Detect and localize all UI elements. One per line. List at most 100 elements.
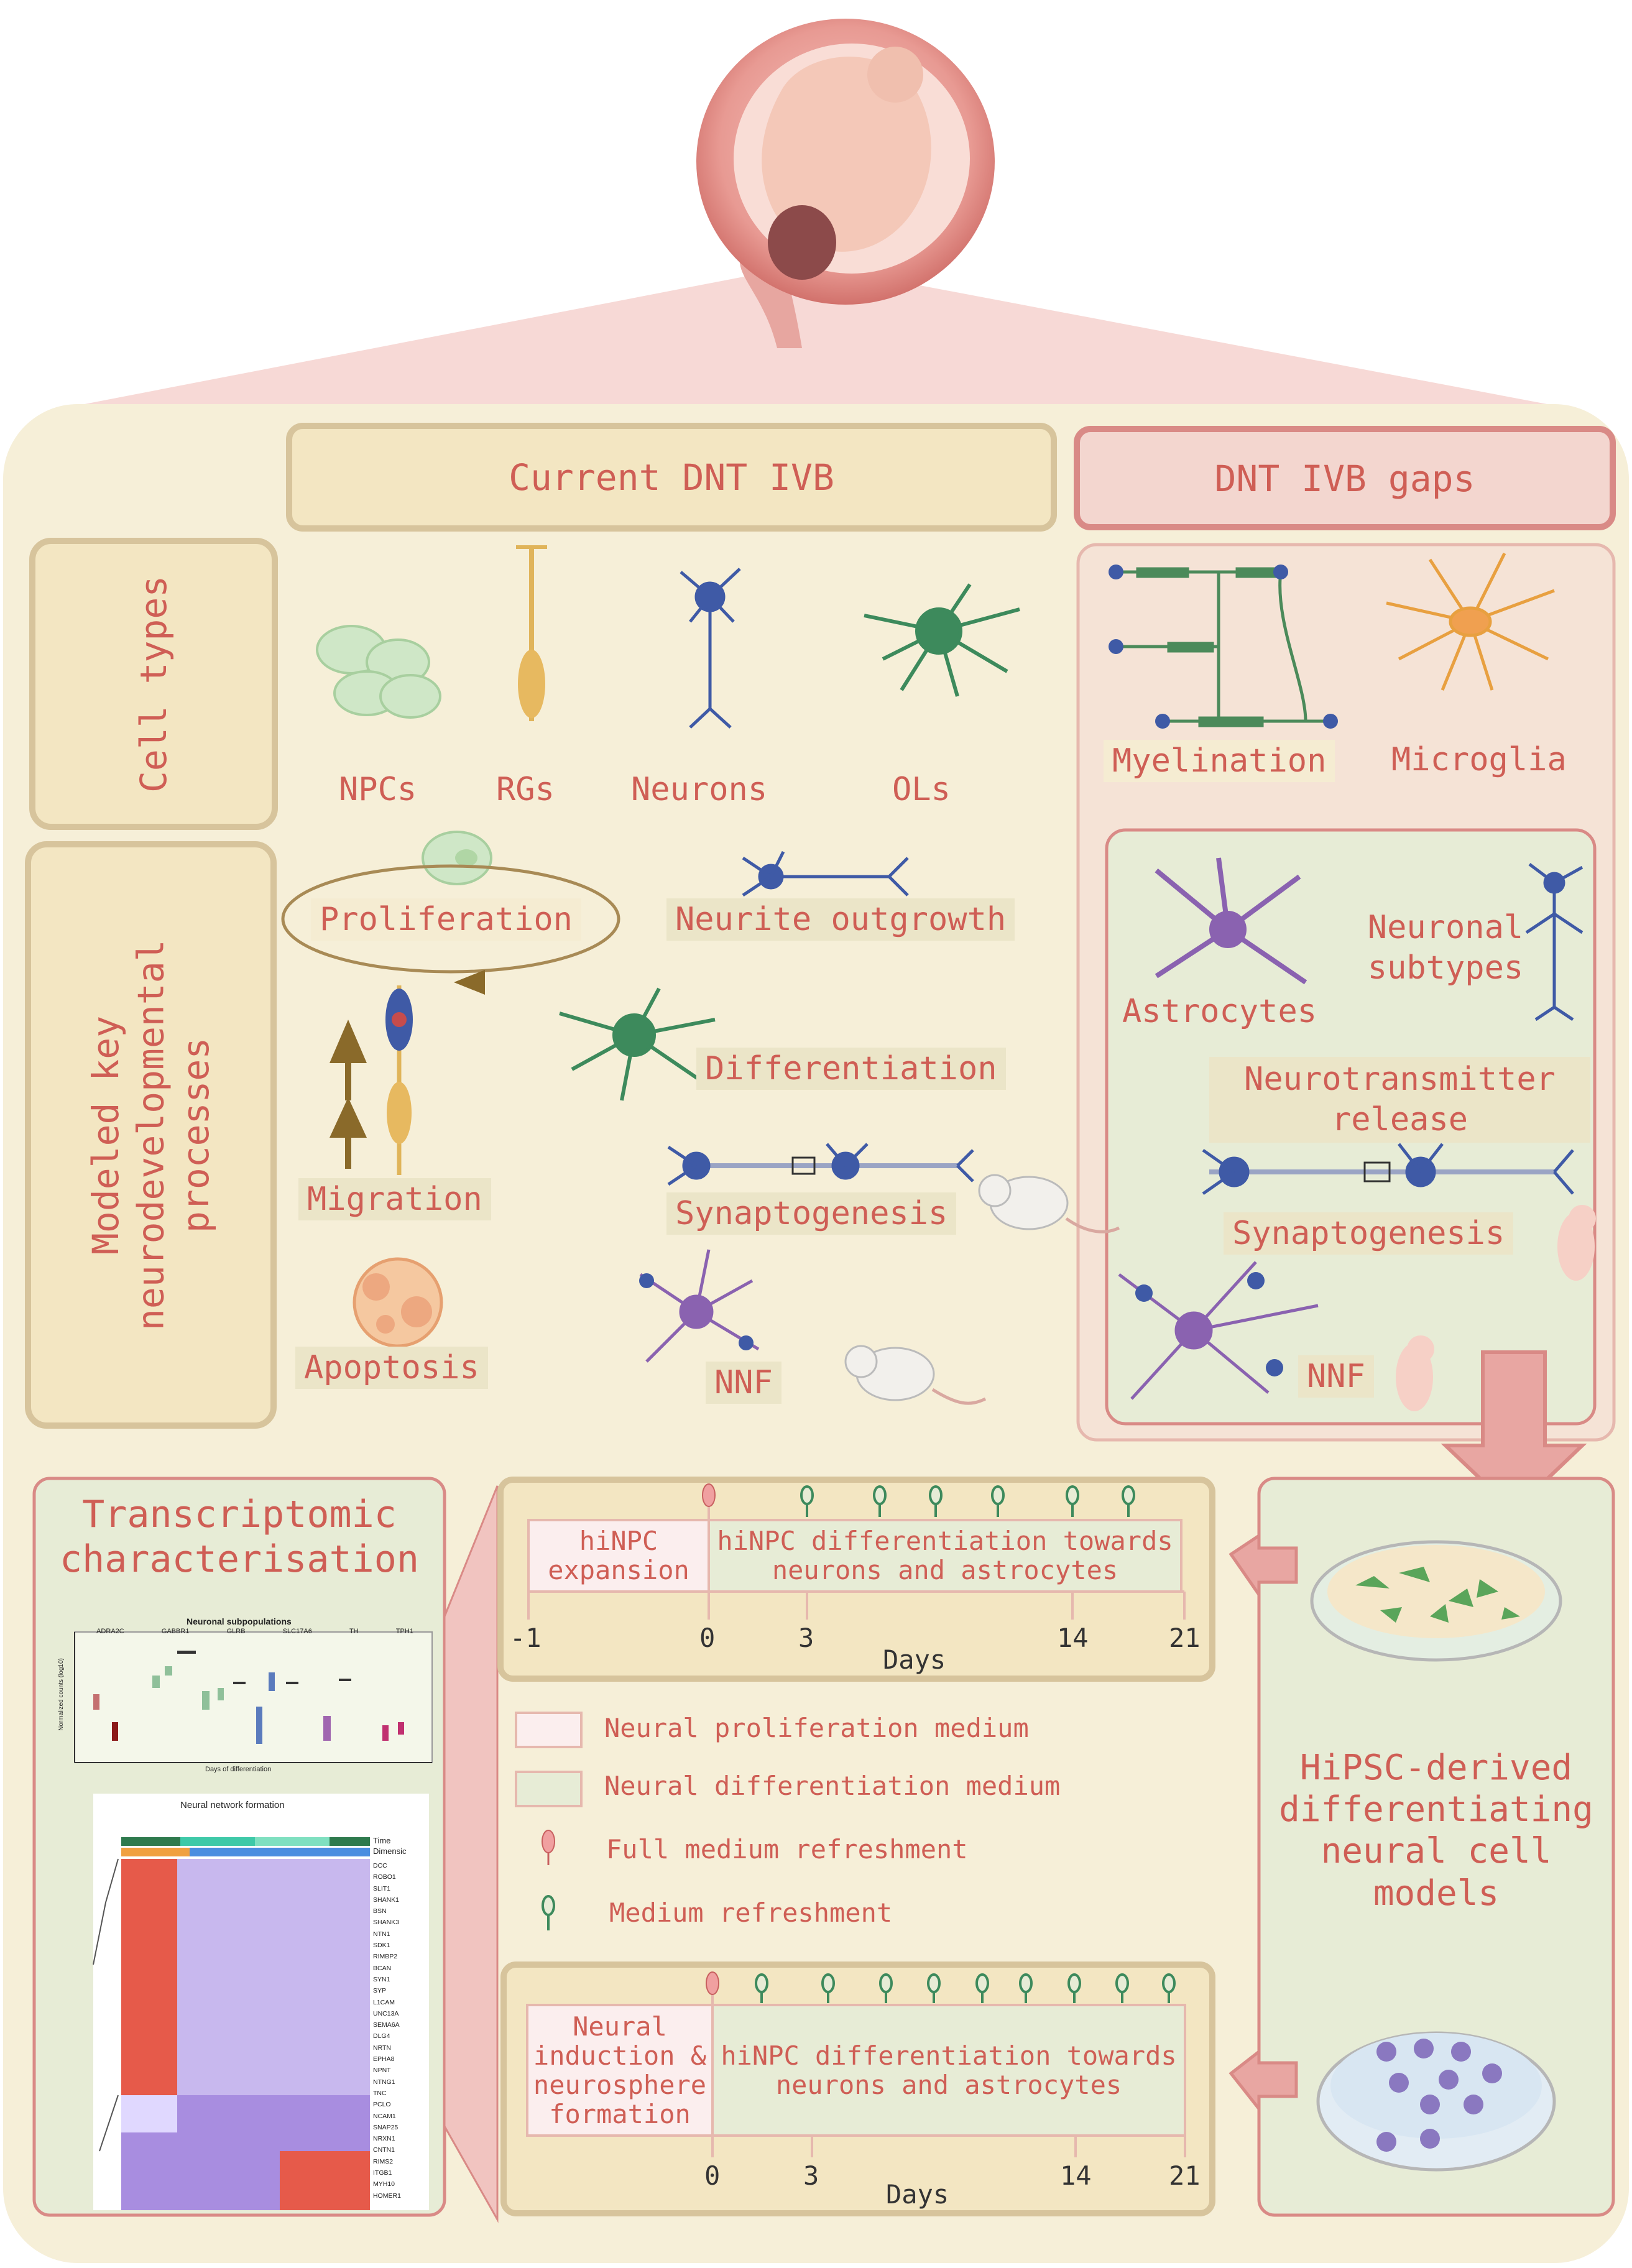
t1-axis-label: Days [883,1644,946,1675]
legend-prolif-swatch [515,1712,583,1748]
magnifier-trapezoid [68,264,1564,407]
gene-row: NPNT [373,2067,391,2075]
header-gaps-title: DNT IVB gaps [1214,458,1475,500]
legend-full-label: Full medium refreshment [606,1834,968,1865]
gene-row: SHANK1 [373,1896,400,1904]
gene-row: NTNG1 [373,2078,395,2086]
t1-tick-14: 14 [1057,1623,1089,1653]
t1-tick-21: 21 [1169,1623,1201,1653]
cycle-arrow-icon [454,970,485,995]
gene-row: NCAM1 [373,2112,396,2120]
cell-label-npcs: NPCs [339,771,417,808]
t1-phase2: hiNPC differentiation towards neurons an… [717,1526,1173,1585]
chart-genes: ADRA2C GABBR1 GLRB SLC17A6 TH TPH1 [78,1628,432,1635]
gap-astrocytes: Astrocytes [1122,993,1317,1030]
t2-tick-3: 3 [803,2160,819,2191]
fetus-icon-1 [1557,1205,1596,1281]
gap-nnf: NNF [1298,1355,1374,1398]
legend-medium-refresh-icon [542,1895,555,1930]
differentiation-icon [559,987,716,1101]
gene-row: NRTN [373,2044,391,2052]
gene-row: MYH10 [373,2180,395,2188]
t2-phase1: Neural induction & neurosphere formation [533,2011,707,2130]
heatmap-annot-dim: Dimensic [373,1846,407,1856]
process-apoptosis: Apoptosis [295,1347,488,1389]
gap-synapse-icon [1202,1143,1574,1196]
legend-diff-swatch [515,1771,583,1807]
chart-ylabel: Normalized counts (log10) [57,1658,65,1731]
gene-row: SDK1 [373,1942,390,1950]
t1-tick-m1: -1 [510,1623,542,1653]
migration-arrow-icon-1 [330,1020,367,1063]
gene-row: HOMER1 [373,2192,401,2200]
heatmap-title: Neural network formation [180,1800,285,1810]
process-synaptogenesis: Synaptogenesis [666,1192,957,1235]
heatmap-gene-list: DCC ROBO1 SLIT1 SHANK1 BSN SHANK3 NTN1 S… [373,1860,429,2201]
chart-gene-3: GLRB [226,1628,246,1635]
rat-icon-1 [978,1174,1120,1233]
gene-row: DCC [373,1862,387,1869]
connector-wedge [443,1485,499,2223]
cell-label-rgs: RGs [496,771,555,808]
gap-myelination: Myelination [1104,740,1335,782]
model-panel [1257,1477,1615,2217]
chart-gene-6: TPH1 [395,1628,413,1635]
process-differentiation: Differentiation [696,1048,1006,1090]
cell-label-neurons: Neurons [631,771,768,808]
synapse-icon [667,1143,974,1186]
gene-row: TNC [373,2089,387,2097]
myelination-icon [1109,565,1338,729]
t2-tick-21: 21 [1169,2160,1201,2191]
subpopulation-chart [74,1631,433,1763]
gene-row: UNC13A [373,2009,399,2017]
legend-full-refresh-icon [542,1830,555,1865]
gene-row: BCAN [373,1964,392,1972]
petri-dish-3d-icon [1316,2031,1556,2172]
gene-row: SLIT1 [373,1884,391,1892]
gene-row: DLG4 [373,2032,390,2040]
gap-microglia: Microglia [1391,741,1567,778]
neurite-icon [742,850,909,897]
gene-row: SYP [373,1987,387,1995]
timeline2-graphic [526,1971,1186,2157]
proliferation-cycle [281,831,620,995]
gap-nnf-icon [1118,1261,1319,1400]
microglia-icon [1386,552,1555,691]
fetus-icon-2 [1396,1335,1434,1411]
heatmap-annot-time: Time [373,1836,391,1845]
gene-row: ITGB1 [373,2169,392,2177]
ol-icon [864,583,1020,697]
legend-medium-label: Medium refreshment [609,1897,893,1928]
gene-row: SNAP25 [373,2123,399,2131]
gap-synaptogenesis: Synaptogenesis [1224,1212,1514,1255]
petri-dish-2d-icon [1310,1540,1562,1662]
gene-row: SHANK3 [373,1919,400,1927]
process-migration: Migration [298,1178,491,1220]
chart-gene-5: TH [349,1628,359,1635]
radial-glia-icon [516,545,547,721]
gap-neuronal-subtypes: Neuronal subtypes [1367,909,1524,987]
transcriptomic-title: Transcriptomic characterisation [60,1493,419,1581]
neuron-icon [680,568,741,729]
migration-icon [330,985,413,1175]
process-proliferation: Proliferation [311,898,581,941]
header-current-title: Current DNT IVB [509,456,834,499]
legend-diff-label: Neural differentiation medium [604,1771,1061,1801]
chart-title: Neuronal subpopulations [187,1616,292,1626]
apoptosis-icon [353,1257,443,1348]
chart-gene-4: SLC17A6 [282,1628,312,1635]
chart-xlabel: Days of differentiation [205,1766,272,1773]
process-neurite: Neurite outgrowth [666,898,1015,941]
t1-tick-0: 0 [699,1623,716,1653]
gene-row: L1CAM [373,1998,395,2006]
t2-phase2: hiNPC differentiation towards neurons an… [721,2040,1177,2100]
chart-gene-1: ADRA2C [96,1628,124,1635]
gene-row: ROBO1 [373,1873,396,1881]
model-label: HiPSC-derived differentiating neural cel… [1279,1748,1593,1914]
processes-label: Modeled key neurodevelopmental processes [84,939,217,1330]
uterus-illustration [696,19,995,348]
nnf-icon [639,1249,760,1363]
t2-tick-14: 14 [1060,2160,1092,2191]
t1-phase1: hiNPC expansion [548,1526,689,1585]
